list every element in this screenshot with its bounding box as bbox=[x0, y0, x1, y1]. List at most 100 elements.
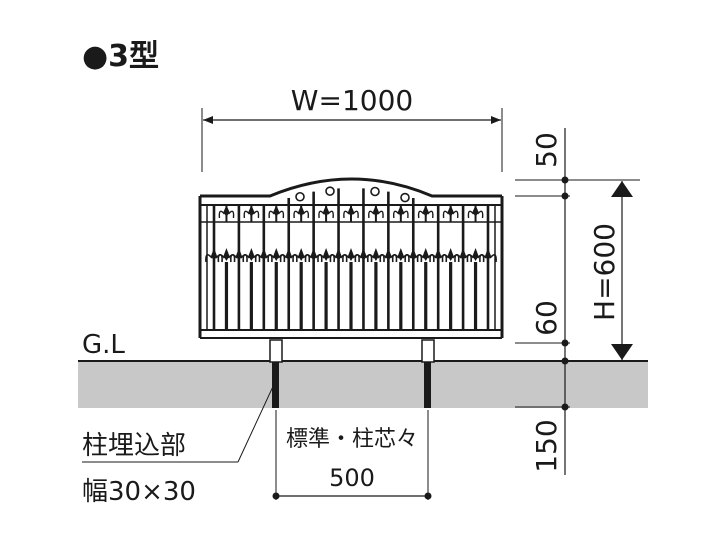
finial-lower-curl bbox=[416, 254, 425, 263]
fence-top-arch bbox=[200, 177, 502, 198]
finial-lower bbox=[485, 248, 491, 261]
finial-upper-curl bbox=[327, 210, 334, 219]
finial-lower-curl bbox=[205, 254, 213, 263]
finial-lower bbox=[285, 248, 292, 261]
finial-lower-curl bbox=[304, 254, 313, 263]
dim-dot bbox=[561, 403, 569, 411]
finial-lower-curl bbox=[229, 254, 238, 263]
finial-lower-curl bbox=[317, 254, 325, 263]
dim-dot bbox=[561, 339, 569, 347]
finial-lower bbox=[248, 248, 255, 261]
finial-upper bbox=[422, 205, 429, 217]
finial-lower-curl bbox=[292, 254, 300, 263]
fence-panel bbox=[198, 177, 504, 339]
post-left bbox=[269, 339, 283, 408]
embed-depth-label: 150 bbox=[530, 419, 563, 472]
pitch-dot-left bbox=[272, 492, 280, 500]
dim-dot bbox=[561, 176, 569, 184]
finial-upper bbox=[348, 205, 354, 217]
finial-lower-curl bbox=[267, 254, 275, 263]
finial-upper bbox=[472, 205, 479, 217]
arch-scroll bbox=[370, 186, 380, 197]
finial-upper-curl bbox=[243, 210, 250, 219]
ground-band bbox=[78, 362, 648, 408]
finial-upper-curl bbox=[452, 210, 459, 219]
finial-lower-curl bbox=[379, 254, 387, 263]
finial-upper bbox=[323, 205, 330, 217]
finial-lower bbox=[273, 248, 280, 261]
finial-lower-curl bbox=[429, 254, 437, 263]
finial-lower bbox=[323, 248, 330, 261]
finial-lower-curl bbox=[279, 254, 288, 263]
finial-lower bbox=[298, 248, 305, 261]
bottom-gap-label: 60 bbox=[530, 300, 563, 336]
finial-upper bbox=[372, 205, 379, 217]
arch-scroll bbox=[295, 191, 305, 202]
finial-upper bbox=[248, 205, 255, 217]
finial-lower bbox=[348, 248, 354, 261]
pitch-dot-right bbox=[424, 492, 432, 500]
title: ●3型 bbox=[82, 39, 159, 74]
arch-scroll bbox=[400, 192, 410, 203]
finial-lower-curl bbox=[242, 254, 250, 263]
finial-lower-curl bbox=[391, 254, 400, 263]
finial-lower-curl bbox=[404, 254, 412, 263]
finial-upper-curl bbox=[377, 210, 384, 219]
finial-upper-curl bbox=[442, 210, 450, 219]
finial-upper-curl bbox=[352, 210, 359, 219]
finial-lower bbox=[460, 248, 467, 261]
finial-upper-curl bbox=[402, 210, 409, 219]
post-embed-right bbox=[424, 362, 431, 408]
finial-upper-curl bbox=[268, 210, 275, 219]
post-pitch-label: 標準・柱芯々 bbox=[286, 427, 418, 452]
finial-lower bbox=[223, 248, 230, 261]
finial-upper-curl bbox=[427, 210, 434, 219]
finial-lower-curl bbox=[254, 254, 263, 263]
finial-lower bbox=[335, 248, 342, 261]
fence-finials bbox=[205, 186, 497, 263]
finial-lower bbox=[410, 248, 417, 261]
finial-upper-curl bbox=[318, 210, 325, 219]
post-right bbox=[421, 339, 435, 408]
finial-upper-curl bbox=[417, 210, 425, 219]
finial-upper-curl bbox=[477, 210, 484, 219]
finial-lower bbox=[360, 248, 367, 261]
finial-upper bbox=[447, 205, 454, 217]
finial-lower bbox=[422, 248, 429, 261]
finial-lower-curl bbox=[489, 254, 497, 263]
finial-upper-curl bbox=[343, 210, 350, 219]
arch-scroll bbox=[325, 186, 335, 196]
finial-upper-curl bbox=[368, 210, 375, 219]
finial-lower bbox=[260, 248, 267, 261]
finial-lower bbox=[385, 248, 392, 261]
finial-upper-curl bbox=[302, 210, 310, 219]
finial-lower-curl bbox=[479, 254, 487, 263]
finial-lower-curl bbox=[466, 254, 475, 263]
finial-upper bbox=[298, 205, 305, 217]
dim-dot bbox=[561, 357, 569, 365]
embed-label-line2: 幅30×30 bbox=[82, 477, 196, 507]
finial-upper bbox=[273, 205, 280, 217]
finial-upper-curl bbox=[293, 210, 300, 219]
finial-lower-curl bbox=[217, 254, 226, 263]
finial-lower bbox=[235, 248, 242, 261]
finial-lower-curl bbox=[329, 254, 338, 263]
finial-upper-curl bbox=[467, 210, 475, 219]
finial-lower-curl bbox=[366, 254, 375, 263]
finial-upper-curl bbox=[227, 210, 235, 219]
post-pitch-value: 500 bbox=[329, 464, 375, 492]
post-embed-left bbox=[272, 362, 279, 408]
post-bracket-left bbox=[269, 339, 283, 363]
finial-upper-curl bbox=[392, 210, 400, 219]
finial-lower bbox=[310, 248, 317, 261]
finial-upper-curl bbox=[277, 210, 285, 219]
dim-dot bbox=[561, 192, 569, 200]
top-gap-label: 50 bbox=[530, 132, 563, 168]
finial-lower bbox=[211, 248, 217, 261]
embed-label-line1: 柱埋込部 bbox=[82, 431, 186, 461]
ground-label: G.L bbox=[82, 330, 125, 360]
finial-lower-curl bbox=[441, 254, 450, 263]
finial-lower-curl bbox=[354, 254, 363, 263]
finial-lower bbox=[372, 248, 379, 261]
